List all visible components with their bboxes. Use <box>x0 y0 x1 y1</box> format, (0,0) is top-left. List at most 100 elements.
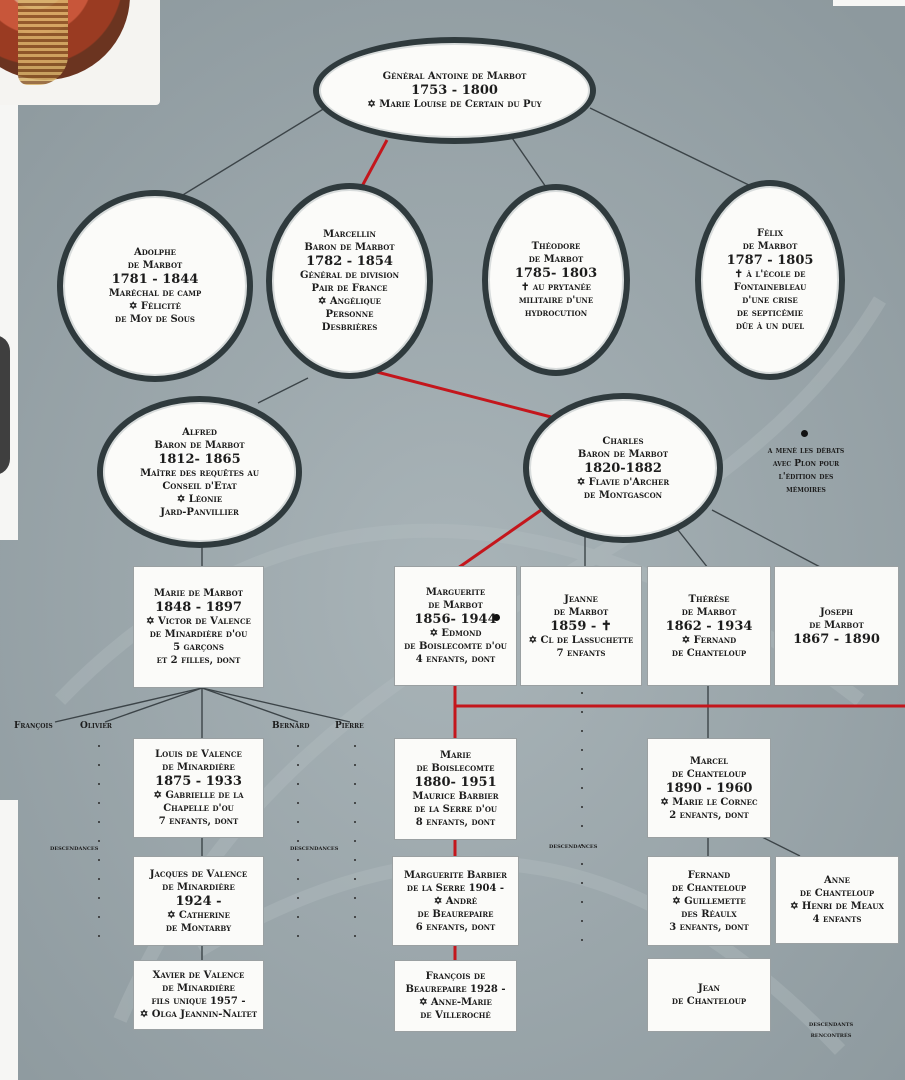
node-marie-de-boislecomte[interactable]: Marie de Boislecomte 1880- 1951 Maurice … <box>394 738 517 840</box>
node-line: Marie de Marbot <box>154 588 243 599</box>
node-years: 1859 - ✝ <box>550 618 612 634</box>
node-line: ✡ Anne-Marie <box>419 997 492 1008</box>
node-antoine-de-marbot[interactable]: Général Antoine de Marbot 1753 - 1800 ✡ … <box>313 37 596 144</box>
node-line: de Marbot <box>428 600 483 611</box>
node-line: ✡ Guillemette <box>672 895 746 907</box>
node-line: Maître des requêtes au <box>140 467 259 479</box>
node-line: de Montarby <box>165 922 232 934</box>
node-line: militaire d'une <box>518 295 594 306</box>
node-theodore-de-marbot[interactable]: Théodore de Marbot 1785- 1803 ✝ au pryta… <box>482 184 630 376</box>
node-line: Thérèse <box>688 593 730 605</box>
node-adolphe-de-marbot[interactable]: Adolphe de Marbot 1781 - 1844 Maréchal d… <box>57 190 253 382</box>
node-years: 1812- 1865 <box>158 451 241 467</box>
node-line: Fernand <box>687 869 731 881</box>
child-label-bernard: Bernard <box>272 721 310 731</box>
child-label-pierre: Pierre <box>335 721 364 731</box>
portrait-ornament <box>18 0 68 85</box>
node-felix-de-marbot[interactable]: Félix de Marbot 1787 - 1805 ✝ à l'école … <box>695 180 845 380</box>
node-line: de Minardière <box>162 983 235 994</box>
node-charles-de-marbot[interactable]: Charles Baron de Marbot 1820-1882 ✡ Flav… <box>523 393 723 543</box>
node-years: 1782 - 1854 <box>306 254 393 269</box>
node-line: ✡ Victor de Valence <box>146 616 251 627</box>
node-line: 6 enfants, dont <box>415 921 496 933</box>
node-line: de Chanteloup <box>671 882 747 894</box>
node-line: Marcellin <box>323 229 376 240</box>
node-marguerite-de-marbot[interactable]: Marguerite de Marbot 1856- 1944 ✡ Edmond… <box>394 566 517 686</box>
node-marguerite-barbier[interactable]: Marguerite Barbier de la Serre 1904 - ✡ … <box>392 856 519 946</box>
node-francois-de-beaurepaire[interactable]: François de Beaurepaire 1928 - ✡ Anne-Ma… <box>394 960 517 1032</box>
node-line: fils unique 1957 - <box>151 996 246 1007</box>
node-line: Théodore <box>531 241 581 252</box>
node-line: Marcel <box>689 755 729 767</box>
node-years: 1787 - 1805 <box>726 253 814 268</box>
bullet-marker-note <box>801 430 808 437</box>
node-louis-de-valence[interactable]: Louis de Valence de Minardière 1875 - 19… <box>133 738 264 838</box>
node-years: 1781 - 1844 <box>111 272 199 287</box>
node-marcel-de-chanteloup[interactable]: Marcel de Chanteloup 1890 - 1960 ✡ Marie… <box>647 738 771 838</box>
node-marie-de-marbot[interactable]: Marie de Marbot 1848 - 1897 ✡ Victor de … <box>133 566 264 688</box>
node-years: 1753 - 1800 <box>411 83 498 98</box>
node-line: et 2 filles, dont <box>156 655 241 666</box>
node-line: Marguerite Barbier <box>404 869 507 881</box>
node-line: de Chanteloup <box>671 647 747 659</box>
node-line: ✡ Fernand <box>681 634 737 646</box>
node-therese-de-marbot[interactable]: Thérèse de Marbot 1862 - 1934 ✡ Fernand … <box>647 566 771 686</box>
node-line: de Chanteloup <box>799 888 875 899</box>
bullet-marker-marguerite <box>493 614 500 621</box>
node-line: de Marbot <box>127 260 183 271</box>
node-anne-de-chanteloup[interactable]: Anne de Chanteloup ✡ Henri de Meaux 4 en… <box>775 856 899 944</box>
node-line: Adolphe <box>133 247 177 258</box>
node-line: Personne <box>325 309 374 320</box>
node-alfred-de-marbot[interactable]: Alfred Baron de Marbot 1812- 1865 Maître… <box>97 396 302 548</box>
node-line: Jacques de Valence <box>149 868 248 880</box>
met-line: descendants <box>808 1019 854 1028</box>
node-line: de Boislecomte d'ou <box>404 641 507 652</box>
node-line: ✡ Flavie d'Archer <box>576 476 670 488</box>
dotted-descent-olivier <box>97 745 101 954</box>
gray-connectors <box>54 107 823 960</box>
node-line: de Minardière <box>162 762 235 773</box>
node-line: Anne <box>824 875 850 886</box>
node-line: ✡ Marie le Cornec <box>660 796 758 808</box>
node-years: 1890 - 1960 <box>665 780 753 796</box>
node-line: Baron de Marbot <box>577 448 669 460</box>
node-line: Desbrières <box>321 322 378 333</box>
left-panel-arc <box>0 335 10 475</box>
node-years: 1856- 1944 <box>414 612 497 627</box>
node-line: 2 enfants, dont <box>669 809 749 821</box>
node-line: Conseil d'Etat <box>162 480 237 492</box>
node-line: de Minardière d'ou <box>149 629 248 640</box>
descendances-label-middle: descendances <box>290 843 339 852</box>
node-marcellin-de-marbot[interactable]: Marcellin Baron de Marbot 1782 - 1854 Gé… <box>266 183 433 379</box>
node-fernand-de-chanteloup[interactable]: Fernand de Chanteloup ✡ Guillemette des … <box>647 856 771 946</box>
node-jacques-de-valence[interactable]: Jacques de Valence de Minardière 1924 - … <box>133 856 264 946</box>
node-joseph-de-marbot[interactable]: Joseph de Marbot 1867 - 1890 <box>774 566 899 686</box>
node-line: 4 enfants, dont <box>415 654 496 665</box>
node-years: 1924 - <box>175 893 222 909</box>
node-line: Louis de Valence <box>155 749 242 760</box>
note-line: l'édition des <box>778 472 834 482</box>
met-descendants-label: descendants rencontrés <box>796 1018 866 1040</box>
node-line: ✝ à l'école de <box>734 269 806 280</box>
node-line: de Chanteloup <box>671 996 747 1007</box>
node-line: Général de division <box>299 270 400 281</box>
node-jeanne-de-marbot[interactable]: Jeanne de Marbot 1859 - ✝ ✡ Cl de Lassuc… <box>520 566 642 686</box>
node-line: Baron de Marbot <box>154 439 245 451</box>
descendances-label-left: descendances <box>50 843 99 852</box>
node-line: 7 enfants, dont <box>158 816 239 827</box>
portrait-photo-corner <box>0 0 160 105</box>
node-line: 8 enfants, dont <box>415 817 496 828</box>
node-line: Marguerite <box>425 587 486 598</box>
node-line: ✡ Angélique <box>317 296 382 307</box>
dotted-descent-bernard <box>296 745 300 954</box>
node-line: ✡ Catherine <box>167 909 230 921</box>
node-line: Général Antoine de Marbot <box>382 71 527 82</box>
dotted-descent-jeanne <box>580 692 584 958</box>
node-line: de Chanteloup <box>671 768 747 780</box>
node-line: Jean <box>698 983 720 994</box>
node-line: Félix <box>756 228 784 239</box>
node-line: ✡ Félicité <box>129 301 181 312</box>
node-jean-de-chanteloup[interactable]: Jean de Chanteloup <box>647 958 771 1032</box>
node-xavier-de-valence[interactable]: Xavier de Valence de Minardière fils uni… <box>133 960 264 1030</box>
node-line: Chapelle d'ou <box>163 803 234 814</box>
